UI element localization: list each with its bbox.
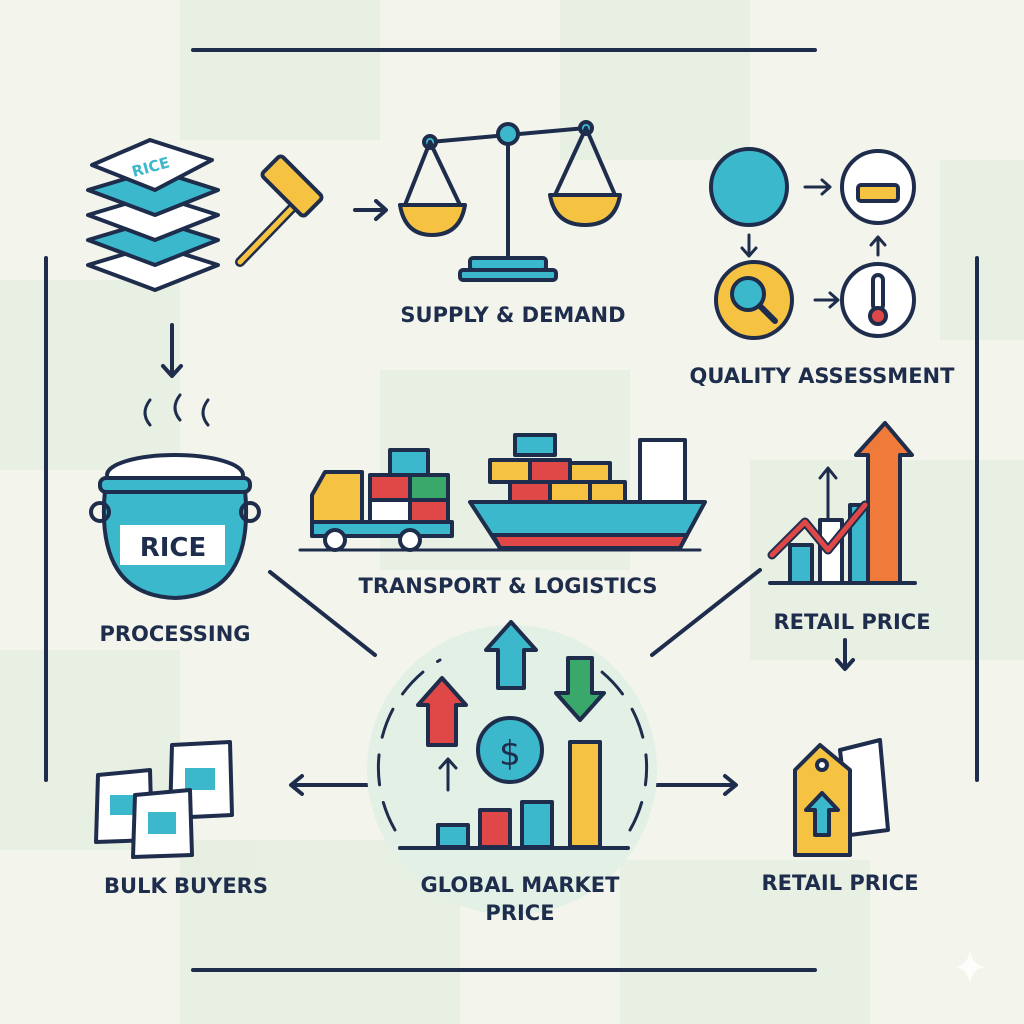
retail-price-chart-label: RETAIL PRICE: [773, 610, 930, 634]
truck-icon: [310, 448, 454, 552]
quality-assessment-icons: [709, 147, 916, 340]
gavel-icon: [235, 154, 324, 267]
arrow-down-icon: [835, 638, 855, 671]
quality-assessment-label: QUALITY ASSESSMENT: [690, 364, 956, 388]
processing-label: PROCESSING: [99, 622, 250, 646]
transport-logistics-label: TRANSPORT & LOGISTICS: [359, 574, 658, 598]
supply-demand-label: SUPPLY & DEMAND: [400, 303, 625, 327]
arrow-icon: [353, 199, 388, 221]
dollar-symbol: $: [499, 734, 521, 774]
price-tag-icon: [793, 738, 890, 857]
arrow-down-icon: [161, 323, 183, 378]
retail-price-tag-label: RETAIL PRICE: [761, 871, 918, 895]
global-market-label-line2: PRICE: [485, 901, 554, 925]
market-price-icon: [367, 620, 657, 915]
bulk-buyers-label: BULK BUYERS: [104, 874, 268, 898]
cargo-ship-icon: [298, 433, 707, 552]
connector-lines: [268, 568, 762, 796]
balance-scale-icon: [398, 120, 622, 282]
sparkle-icon: [955, 950, 985, 984]
frame-lines: [44, 48, 979, 972]
pot-rice-label: RICE: [140, 533, 207, 563]
sacks-icon: [94, 740, 234, 859]
global-market-label-line1: GLOBAL MARKET: [421, 873, 621, 897]
rice-bag-stack-icon: RICE: [86, 138, 220, 292]
rising-chart-icon: [767, 421, 917, 585]
grain-icon: [709, 147, 789, 227]
cooking-pot-icon: [89, 393, 261, 600]
